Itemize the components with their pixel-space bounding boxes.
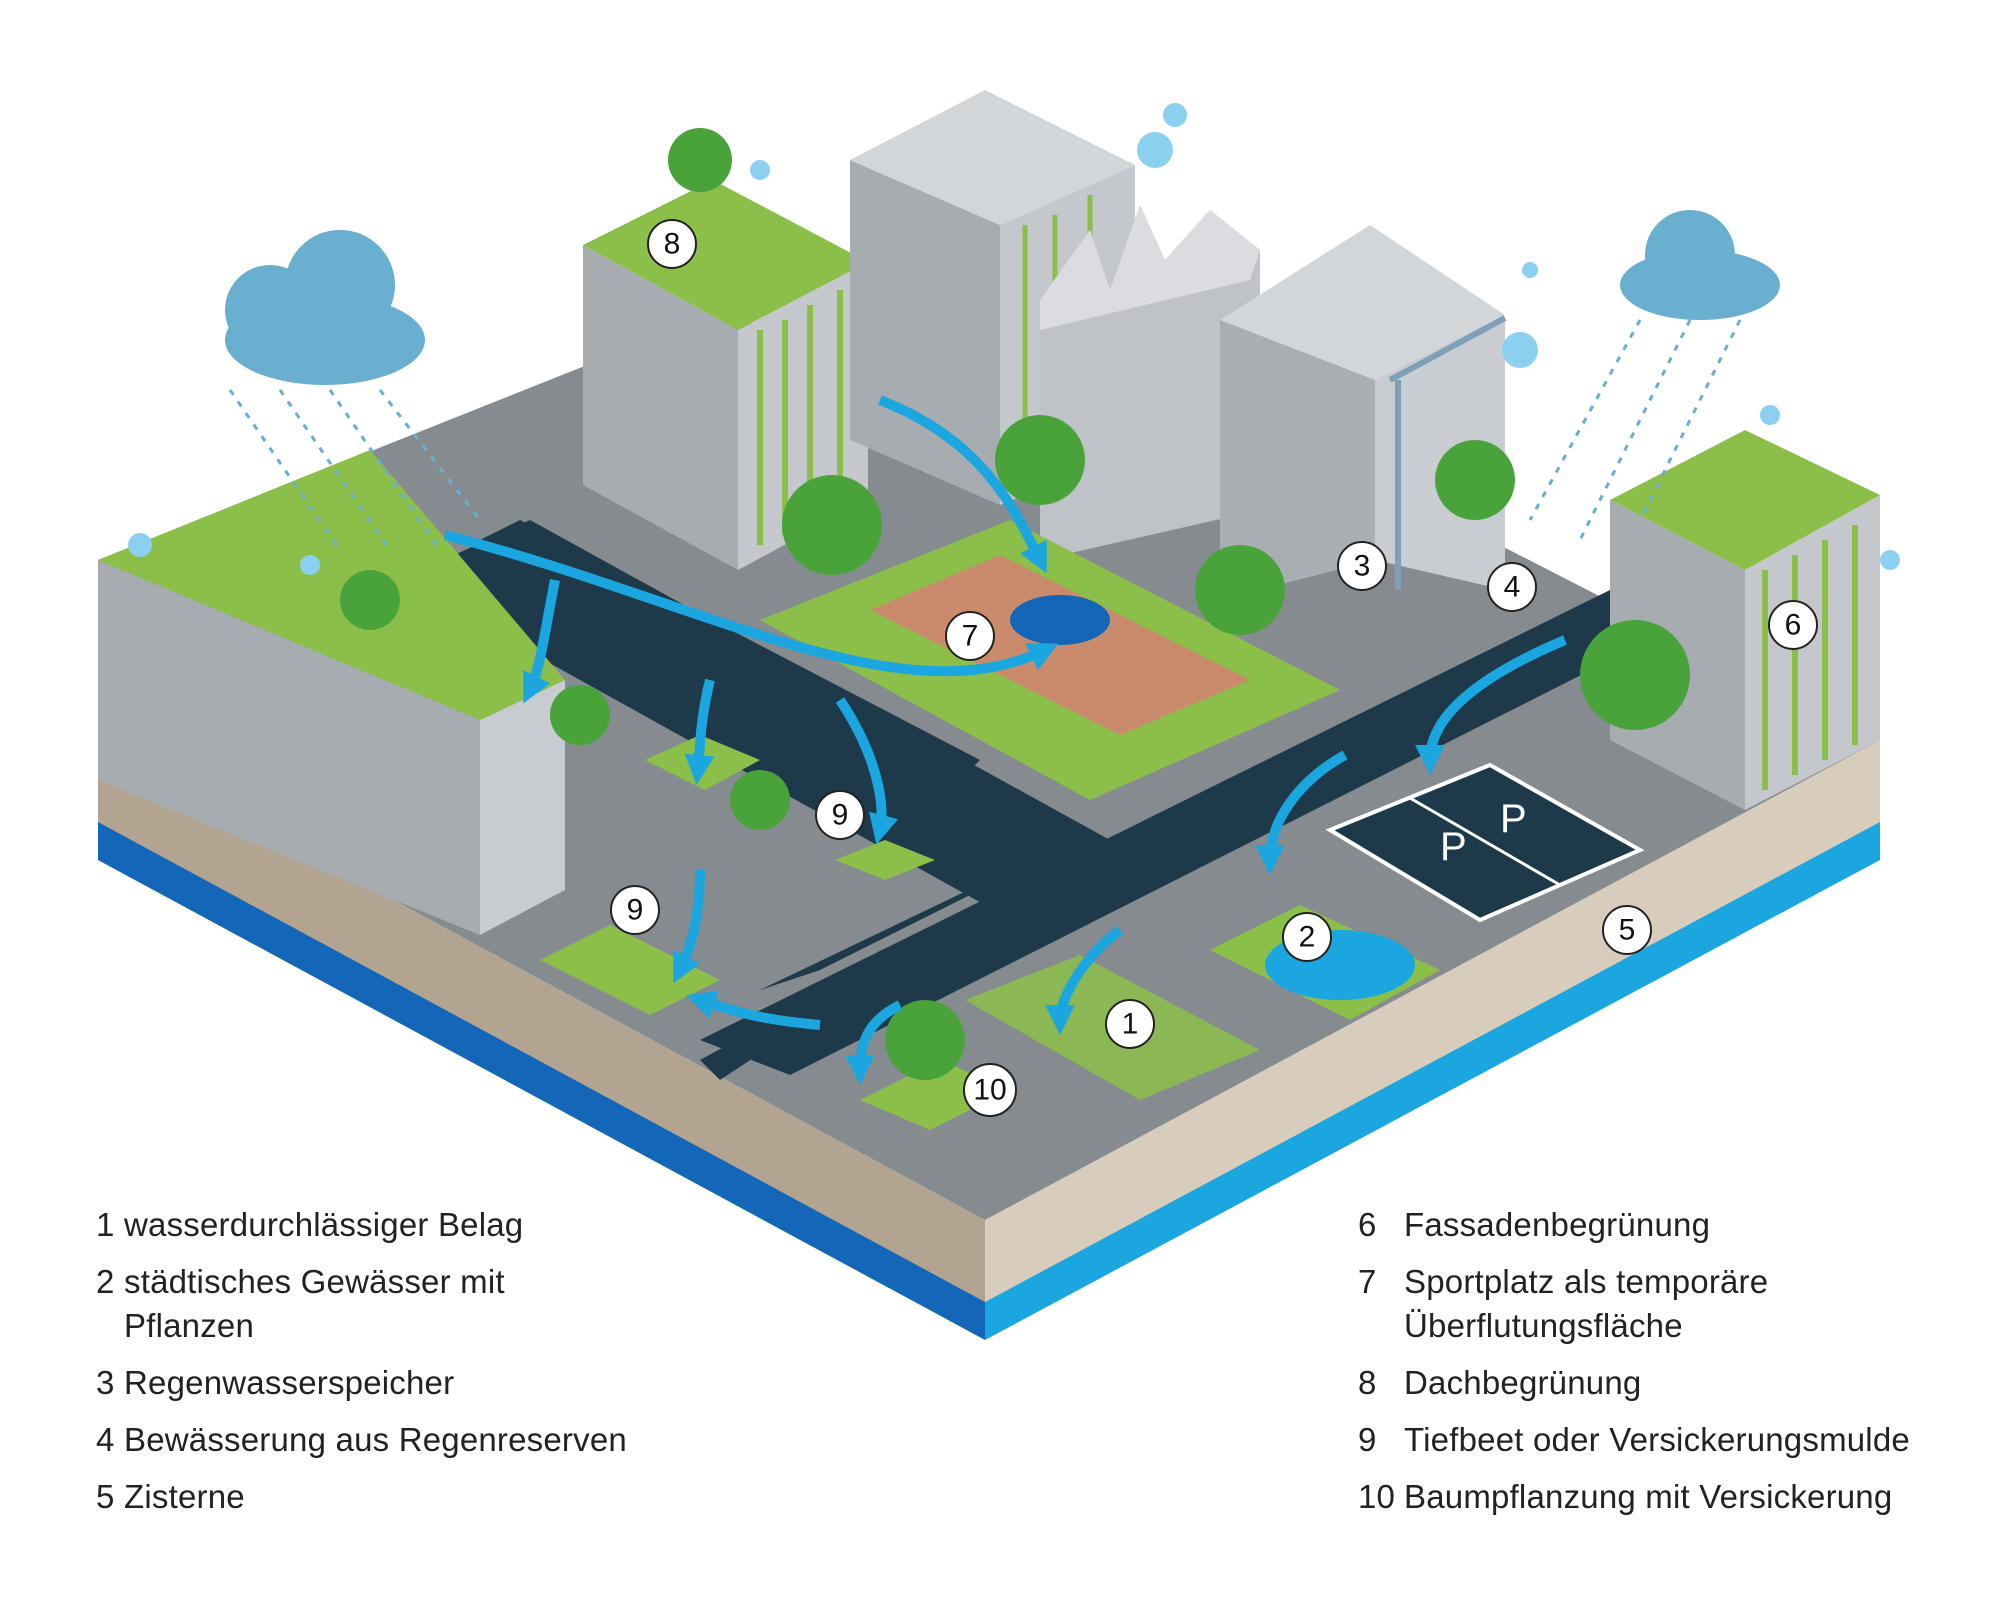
legend-label: Baumpflanzung mit Versickerung	[1404, 1478, 1893, 1515]
legend-number: 9	[1358, 1421, 1377, 1458]
cloud-right	[1528, 210, 1780, 541]
legend-item: 10 Baumpflanzung mit Versickerung	[1358, 1475, 1978, 1519]
legend-item: 1 wasserdurchlässiger Belag	[96, 1203, 796, 1247]
svg-text:2: 2	[1299, 921, 1316, 954]
legend-label: Fassadenbegrünung	[1404, 1206, 1711, 1243]
legend-number: 8	[1358, 1364, 1377, 1401]
marker-9-lower: 9	[610, 885, 660, 935]
legend-number: 4	[96, 1421, 115, 1458]
legend-left: 1 wasserdurchlässiger Belag 2 städtische…	[96, 1203, 796, 1532]
flood-pond	[1010, 595, 1110, 645]
legend-label: Tiefbeet oder Versickerungsmulde	[1404, 1421, 1910, 1458]
droplets	[128, 103, 1900, 575]
groundwater-layer	[98, 820, 1880, 1340]
marker-2: 2	[1282, 912, 1332, 962]
legend-number: 5	[96, 1478, 115, 1515]
legend-right: 6 Fassadenbegrünung 7 Sportplatz als tem…	[1358, 1203, 1978, 1532]
legend-number: 7	[1358, 1263, 1377, 1300]
parking-label-1: P	[1440, 825, 1467, 869]
svg-text:9: 9	[832, 799, 849, 832]
legend-item: 6 Fassadenbegrünung	[1358, 1203, 1978, 1247]
legend-label: Bewässerung aus Regenreserven	[124, 1421, 627, 1458]
svg-text:10: 10	[973, 1074, 1006, 1107]
marker-5: 5	[1602, 905, 1652, 955]
svg-text:6: 6	[1785, 609, 1802, 642]
legend-item: 5 Zisterne	[96, 1475, 796, 1519]
marker-1: 1	[1105, 999, 1155, 1049]
legend-label: Dachbegrünung	[1404, 1364, 1642, 1401]
legend-number: 6	[1358, 1206, 1377, 1243]
legend-label: Sportplatz als temporäre Überflutungsflä…	[1404, 1263, 1769, 1344]
svg-text:5: 5	[1619, 914, 1636, 947]
marker-9-upper: 9	[815, 790, 865, 840]
legend-item: 9 Tiefbeet oder Versickerungsmulde	[1358, 1418, 1978, 1462]
legend-number: 1	[96, 1206, 115, 1243]
water-flow-arrows	[443, 395, 1567, 1085]
legend-label: wasserdurchlässiger Belag	[124, 1206, 524, 1243]
marker-4: 4	[1487, 562, 1537, 612]
marker-10: 10	[963, 1063, 1017, 1117]
parking-label-2: P	[1500, 797, 1527, 841]
soil-layer	[98, 740, 1880, 1302]
legend-label: Regenwasserspeicher	[124, 1364, 455, 1401]
svg-text:1: 1	[1122, 1008, 1139, 1041]
legend-item: 2 städtisches Gewässer mit Pflanzen	[96, 1260, 796, 1348]
trees	[340, 128, 1690, 1080]
svg-text:7: 7	[962, 620, 979, 653]
left-building	[98, 450, 565, 935]
marker-7: 7	[945, 611, 995, 661]
building-6	[1610, 430, 1880, 810]
legend-item: 7 Sportplatz als temporäre Überflutungsf…	[1358, 1260, 1978, 1348]
legend-number: 10	[1358, 1478, 1396, 1515]
svg-text:9: 9	[627, 894, 644, 927]
legend-item: 8 Dachbegrünung	[1358, 1361, 1978, 1405]
legend-label: städtisches Gewässer mit Pflanzen	[124, 1263, 505, 1344]
legend-item: 3 Regenwasserspeicher	[96, 1361, 796, 1405]
cloud-left	[225, 230, 482, 551]
svg-text:4: 4	[1504, 571, 1521, 604]
parking-lot: P P	[1325, 762, 1645, 923]
marker-8: 8	[647, 219, 697, 269]
legend-item: 4 Bewässerung aus Regenreserven	[96, 1418, 796, 1462]
marker-6: 6	[1768, 600, 1818, 650]
marker-3: 3	[1337, 541, 1387, 591]
legend-label: Zisterne	[124, 1478, 245, 1515]
svg-text:8: 8	[664, 228, 681, 261]
legend-number: 2	[96, 1263, 115, 1300]
svg-text:3: 3	[1354, 550, 1371, 583]
legend-number: 3	[96, 1364, 115, 1401]
central-buildings	[850, 90, 1507, 600]
